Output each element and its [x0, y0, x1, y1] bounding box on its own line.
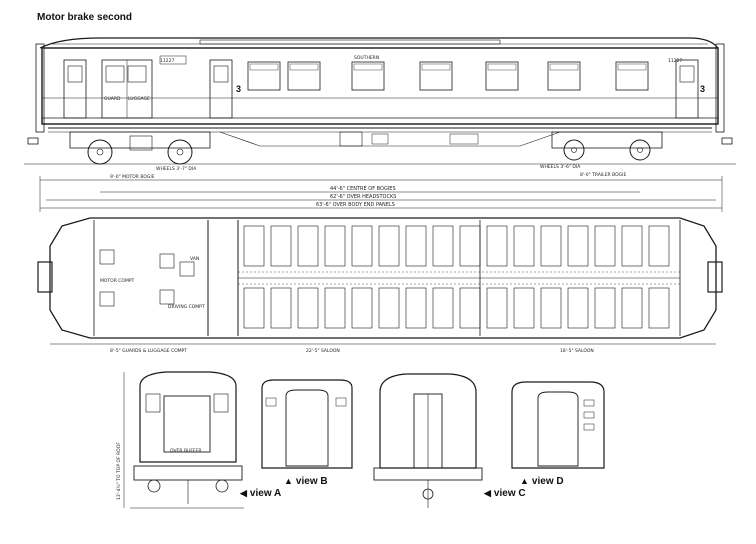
dim-saloon-left: 22'-5" SALOON — [306, 348, 340, 354]
view-b-label: ▲view B — [284, 476, 328, 487]
seat-bay — [378, 225, 400, 267]
drawing-text: 11227 11227 3 3 SOUTHERN GUARD LUGGAGE 9… — [100, 55, 705, 500]
seat-bay — [378, 287, 400, 329]
seat-bay — [648, 225, 670, 267]
plan-view — [37, 217, 723, 339]
seat-bay — [324, 287, 346, 329]
number-left: 11227 — [160, 58, 174, 64]
seat-bay — [540, 225, 562, 267]
guards-label: GUARD — [104, 96, 121, 102]
wheels-motor-label: WHEELS 3'-7" DIA — [156, 166, 197, 172]
luggage-label: LUGGAGE — [128, 96, 150, 102]
plan-van: VAN — [190, 256, 199, 262]
seat-bay — [297, 287, 319, 329]
seat-bay — [243, 225, 265, 267]
seat-bay — [621, 225, 643, 267]
seat-bay — [270, 225, 292, 267]
drawing-title: Motor brake second — [37, 12, 133, 23]
motor-bogie-label: 9'-0" MOTOR BOGIE — [110, 174, 155, 180]
dim-centre-of-bogies: 44'-6" CENTRE OF BOGIES — [330, 186, 396, 192]
seat-bay — [540, 287, 562, 329]
end-view-c — [373, 373, 483, 508]
seat-bay — [594, 225, 616, 267]
seat-bay — [567, 287, 589, 329]
triangle-up-icon: ▲ — [520, 476, 529, 486]
dim-over-body: 63'-6" OVER BODY END PANELS — [316, 202, 395, 208]
seat-bay — [351, 287, 373, 329]
seat-bay — [486, 287, 508, 329]
view-c-label: ◀view C — [484, 488, 526, 499]
end-view-a — [123, 371, 244, 509]
seat-bay — [621, 287, 643, 329]
end-view-d — [511, 381, 605, 469]
dim-guards-luggage: 8'-5" GUARDS & LUGGAGE COMPT — [110, 348, 187, 354]
triangle-left-icon: ◀ — [484, 488, 491, 498]
plan-driving-compt: DRIVING COMPT — [168, 304, 205, 310]
view-d-text: view D — [531, 476, 564, 487]
seat-bay — [432, 225, 454, 267]
view-d-label: ▲view D — [520, 476, 564, 487]
seat-bay — [459, 225, 481, 267]
view-a-label: ◀view A — [240, 488, 281, 499]
seat-bay — [324, 225, 346, 267]
seat-bay — [405, 225, 427, 267]
view-b-text: view B — [295, 476, 328, 487]
seat-bay — [459, 287, 481, 329]
class-right: 3 — [700, 84, 705, 94]
triangle-up-icon: ▲ — [284, 476, 293, 486]
class-left: 3 — [236, 84, 241, 94]
dimension-lines — [39, 176, 723, 212]
company-name: SOUTHERN — [354, 55, 379, 61]
wheels-trailer-label: WHEELS 3'-6" DIA — [540, 164, 581, 170]
view-a-text: view A — [249, 488, 282, 499]
triangle-left-icon: ◀ — [240, 488, 247, 498]
seat-bay — [243, 287, 265, 329]
end-view-b — [261, 379, 353, 469]
seat-bay — [351, 225, 373, 267]
number-right: 11227 — [668, 58, 682, 64]
seat-bay — [594, 287, 616, 329]
seat-bay — [432, 287, 454, 329]
seat-bay — [648, 287, 670, 329]
dim-over-buffer: OVER BUFFER — [170, 448, 201, 454]
seat-bay — [297, 225, 319, 267]
dim-height: 13'-4½" TO TOP OF ROOF — [115, 442, 122, 500]
dim-saloon-right: 18'-5" SALOON — [560, 348, 594, 354]
seat-bay — [567, 225, 589, 267]
trailer-bogie-label: 8'-0" TRAILER BOGIE — [580, 172, 626, 178]
seat-rows — [243, 225, 670, 329]
view-c-text: view C — [493, 488, 526, 499]
seat-bay — [513, 287, 535, 329]
seat-bay — [513, 225, 535, 267]
seat-bay — [270, 287, 292, 329]
seat-bay — [486, 225, 508, 267]
seat-bay — [405, 287, 427, 329]
plan-motor-compt: MOTOR COMPT — [100, 278, 135, 284]
side-elevation — [24, 37, 736, 165]
dim-over-headstocks: 62'-6" OVER HEADSTOCKS — [330, 194, 396, 200]
